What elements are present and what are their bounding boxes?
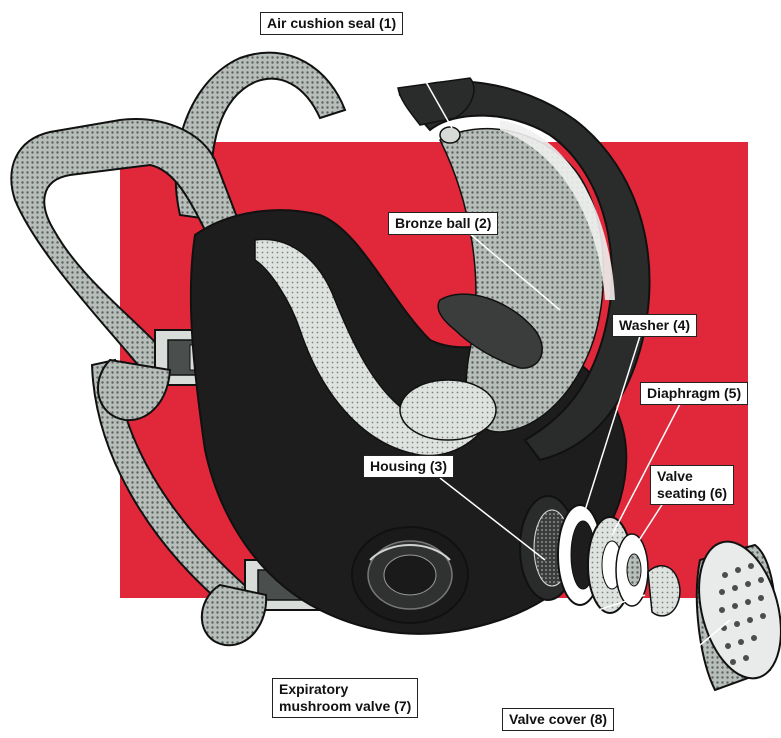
label-valve-seating-line2: seating (6) [657, 485, 727, 502]
label-bronze-ball: Bronze ball (2) [388, 212, 498, 235]
left-filter-port [352, 527, 468, 623]
label-valve-cover: Valve cover (8) [502, 708, 614, 731]
air-cushion-seal-valve [440, 127, 460, 143]
label-diaphragm: Diaphragm (5) [640, 382, 748, 405]
label-air-cushion-seal: Air cushion seal (1) [260, 12, 403, 35]
label-valve-seating-line1: Valve [657, 468, 727, 485]
label-expiratory-mushroom-valve: Expiratory mushroom valve (7) [272, 678, 418, 718]
label-housing: Housing (3) [363, 455, 454, 478]
label-valve-seating: Valve seating (6) [650, 465, 734, 505]
mushroom-valve-part [648, 566, 680, 616]
label-expiratory-line2: mushroom valve (7) [279, 698, 411, 715]
lower-strap-tab [202, 585, 266, 645]
label-expiratory-line1: Expiratory [279, 681, 411, 698]
air-cushion-seal-part [398, 78, 474, 125]
chin-cup [400, 380, 496, 440]
label-washer: Washer (4) [612, 314, 697, 337]
